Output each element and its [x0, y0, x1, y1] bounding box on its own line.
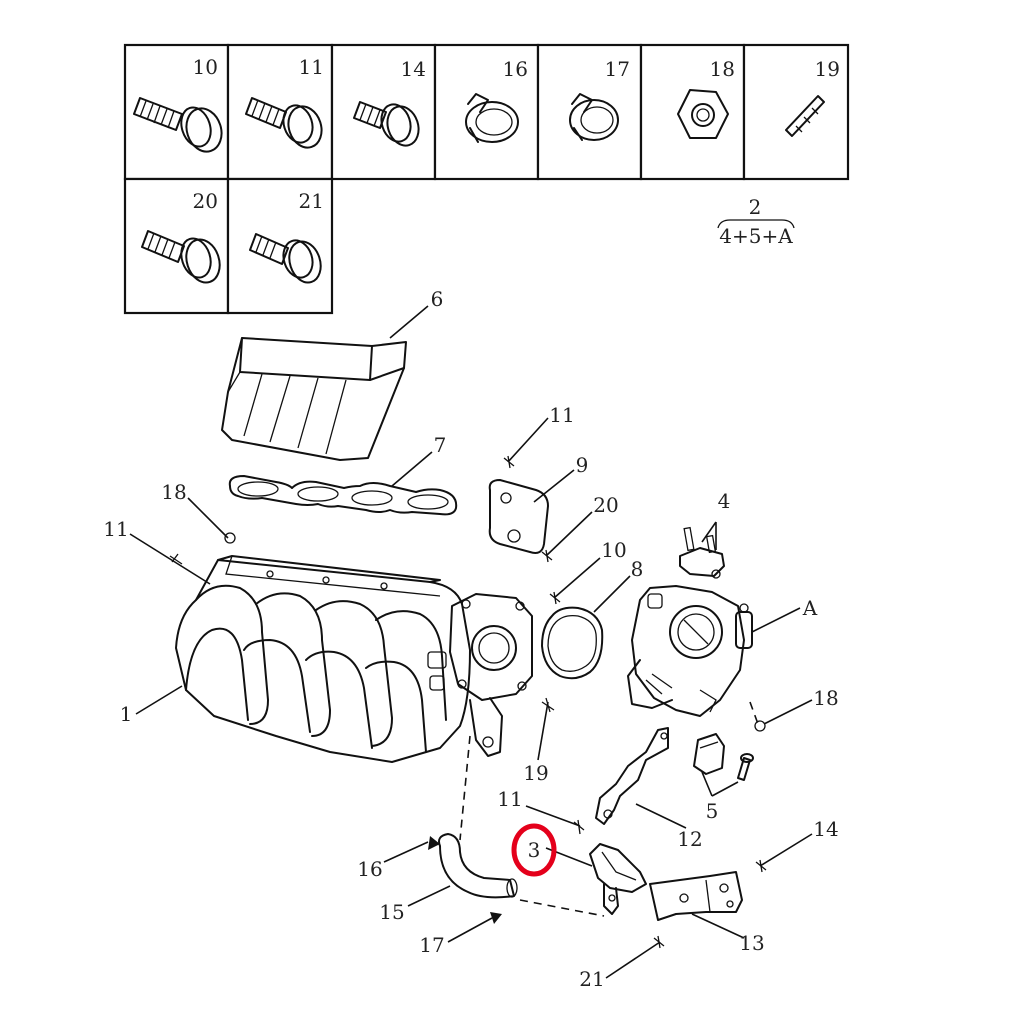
callout-15: 15 — [379, 900, 404, 924]
callout-18-right: 18 — [813, 686, 838, 710]
leader-11-bottom — [525, 805, 581, 827]
leader-11-top — [507, 417, 549, 463]
plate-part-9 — [488, 479, 549, 554]
leader-18-left — [187, 497, 229, 539]
leader-6 — [389, 305, 429, 339]
sensor-part-4 — [679, 526, 725, 579]
leader-5 — [701, 771, 739, 797]
flange-bolt-11-icon — [245, 97, 323, 149]
callout-11-bottom: 11 — [497, 787, 522, 811]
table-cell-21 — [226, 177, 334, 315]
leader-21 — [605, 941, 661, 979]
bracket-part-12 — [595, 727, 669, 825]
callout-9: 9 — [576, 453, 589, 477]
hose-part-15 — [438, 833, 518, 899]
flange-bolt-10-icon — [133, 97, 223, 153]
leader-4 — [701, 521, 717, 550]
callout-7: 7 — [434, 433, 447, 457]
leader-13 — [691, 913, 745, 939]
table-label-14: 14 — [401, 57, 426, 81]
leader-14 — [759, 833, 813, 867]
table-cell-17 — [536, 43, 643, 181]
callout-13: 13 — [739, 931, 764, 955]
callout-8: 8 — [631, 557, 644, 581]
assembly-lines — [459, 701, 759, 917]
leader-7 — [391, 451, 433, 487]
sensor-part-5 — [693, 733, 754, 781]
callout-14: 14 — [813, 817, 838, 841]
throttle-gasket-part-8 — [541, 606, 604, 680]
highlight-ring — [511, 823, 557, 877]
table-label-18: 18 — [710, 57, 735, 81]
leader-1 — [135, 685, 183, 715]
leader-8 — [593, 575, 631, 613]
leader-15 — [407, 885, 451, 907]
fastener-table: 10 11 14 16 17 18 19 20 21 — [123, 43, 850, 315]
table-label-21: 21 — [299, 189, 324, 213]
flange-bolt-14-icon — [353, 101, 420, 147]
leader-10 — [553, 557, 601, 599]
table-label-20: 20 — [193, 189, 218, 213]
table-label-19: 19 — [815, 57, 840, 81]
callout-18-left: 18 — [161, 480, 186, 504]
table-label-11: 11 — [299, 55, 324, 79]
flange-nut-18-icon — [677, 89, 729, 139]
callout-20: 20 — [593, 493, 618, 517]
callout-5: 5 — [706, 799, 719, 823]
callout-A: A — [802, 596, 818, 620]
table-label-10: 10 — [193, 55, 218, 79]
plate-part-13 — [649, 871, 743, 921]
intake-manifold-part-1 — [175, 555, 533, 763]
manifold-gasket-part-7 — [228, 475, 458, 516]
callout-leaders — [129, 305, 813, 979]
callout-16: 16 — [357, 857, 382, 881]
leader-20 — [545, 511, 593, 557]
table-cell-19 — [742, 43, 850, 181]
bracket-part-3 — [589, 843, 647, 915]
leader-11-left — [129, 533, 211, 585]
leader-9 — [533, 469, 575, 503]
assembly-composition: 4+5+A — [719, 224, 793, 248]
table-label-16: 16 — [503, 57, 528, 81]
leader-18-right — [763, 699, 813, 725]
callout-17: 17 — [419, 933, 444, 957]
flange-bolt-20-icon — [141, 230, 221, 284]
callout-10: 10 — [601, 538, 626, 562]
leader-A — [751, 607, 801, 633]
callout-19: 19 — [523, 761, 548, 785]
callout-6: 6 — [431, 287, 444, 311]
callout-1: 1 — [120, 702, 133, 726]
throttle-body-part-A — [627, 585, 753, 717]
leader-19 — [537, 701, 549, 761]
callout-labels: 6 7 18 11 1 11 9 20 10 8 4 A 18 19 5 11 … — [103, 287, 838, 991]
assembly-number: 2 — [749, 195, 762, 219]
callout-21: 21 — [579, 967, 604, 991]
assembly-note: 2 4+5+A — [717, 195, 795, 248]
leader-16 — [383, 841, 429, 863]
callout-3: 3 — [528, 838, 541, 862]
callout-11-top: 11 — [549, 403, 574, 427]
hose-clamp-16-icon — [465, 93, 519, 143]
engine-cover-part-6 — [221, 337, 407, 461]
assembly-brace — [717, 219, 795, 229]
callout-12: 12 — [677, 827, 702, 851]
callout-11-left: 11 — [103, 517, 128, 541]
leader-12 — [635, 803, 687, 829]
callout-4: 4 — [718, 489, 731, 513]
stud-19-icon — [785, 95, 825, 137]
hose-clamp-17-icon — [569, 93, 619, 141]
leader-17 — [447, 917, 493, 943]
table-label-17: 17 — [605, 57, 630, 81]
flange-bolt-21-icon — [249, 233, 322, 284]
